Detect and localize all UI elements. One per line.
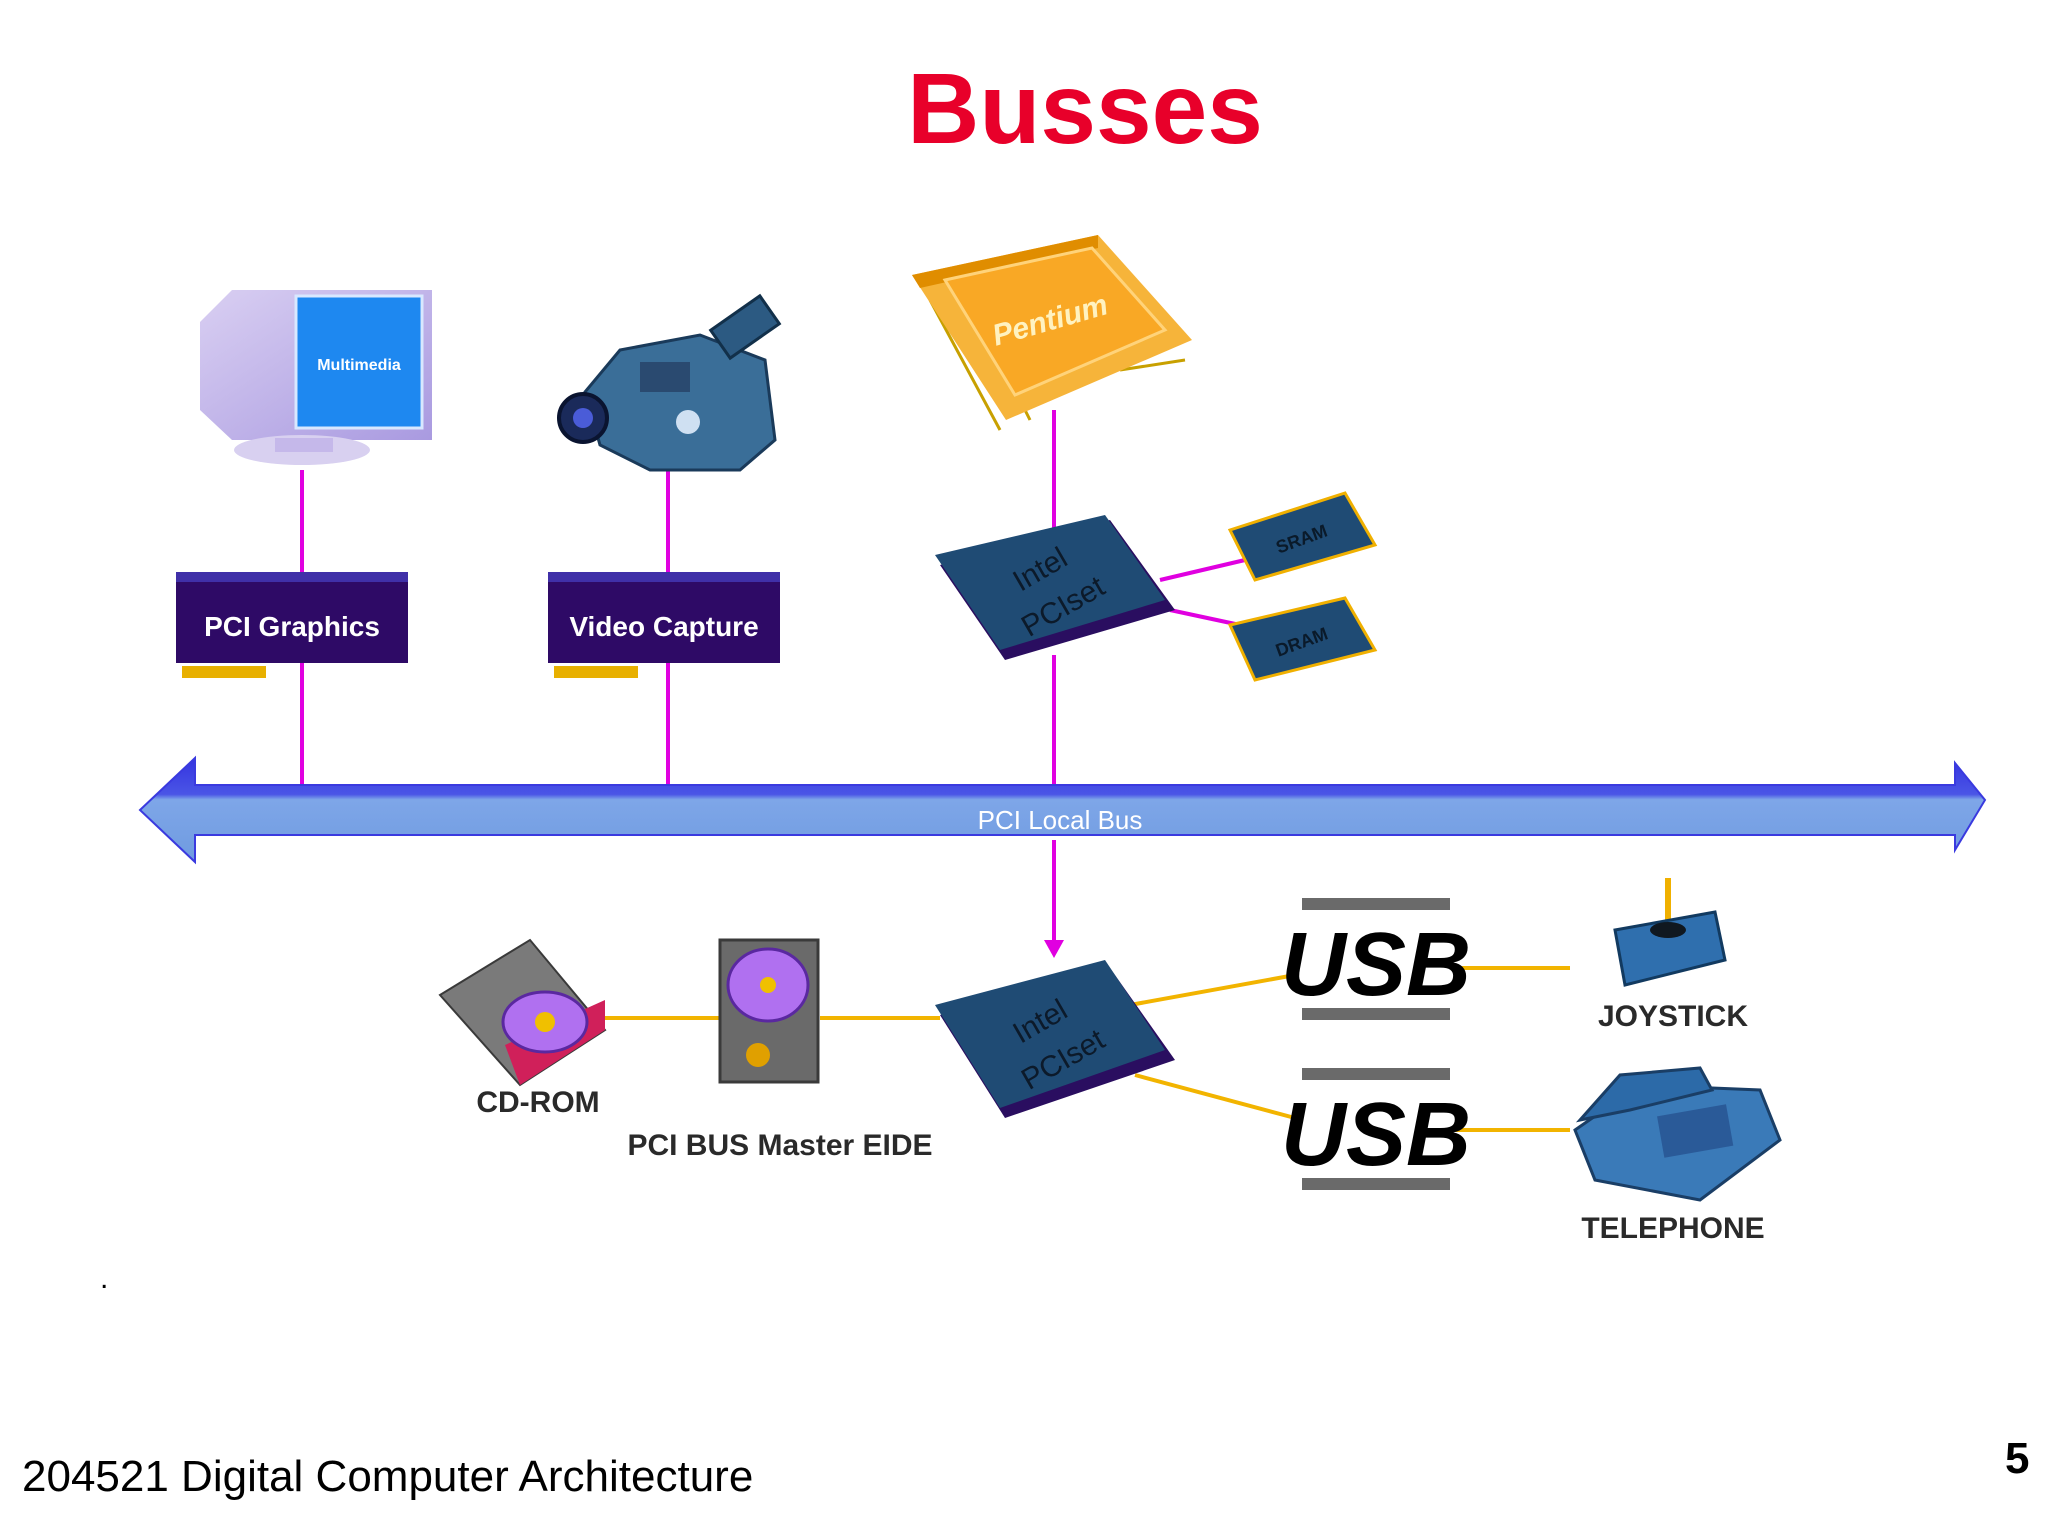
- usb-hub-top: USB: [1281, 898, 1471, 1020]
- usb-hub-bottom: USB: [1281, 1068, 1471, 1190]
- card-graphics-label: PCI Graphics: [204, 611, 380, 642]
- usb-bottom-text: USB: [1281, 1085, 1471, 1185]
- usb-top-text: USB: [1281, 915, 1471, 1015]
- page-title: Busses: [907, 53, 1263, 165]
- dram-chip: DRAM: [1227, 596, 1378, 682]
- label-telephone: TELEPHONE: [1581, 1212, 1764, 1245]
- bus-label: PCI Local Bus: [978, 805, 1143, 835]
- label-joystick: JOYSTICK: [1598, 1000, 1748, 1033]
- line-chipset-sram: [1159, 558, 1246, 582]
- monitor-icon: Multimedia: [200, 290, 432, 465]
- pci-graphics-card: PCI Graphics: [176, 572, 408, 678]
- video-capture-card: Video Capture: [548, 572, 780, 678]
- cpu-icon: Pentium: [912, 235, 1192, 431]
- line-chipset-dram: [1169, 608, 1241, 627]
- card-video-label: Video Capture: [569, 611, 758, 642]
- page-number: 5: [2005, 1434, 2030, 1483]
- label-cdrom: CD-ROM: [476, 1086, 599, 1119]
- sram-chip: SRAM: [1227, 491, 1378, 582]
- hard-drive-icon: [718, 938, 820, 1084]
- pci-connection-lines: [300, 410, 1246, 945]
- arrowhead-down: [1044, 940, 1064, 958]
- chipset-top: Intel PCIset: [935, 515, 1175, 660]
- joystick-icon: [1613, 878, 1727, 987]
- device-labels: CD-ROM PCI BUS Master EIDE JOYSTICK TELE…: [476, 1000, 1764, 1245]
- cdrom-icon: [438, 938, 607, 1087]
- video-camera-icon: [557, 293, 782, 472]
- telephone-icon: [1573, 1066, 1782, 1202]
- footer-course-title: 204521 Digital Computer Architecture: [22, 1452, 754, 1501]
- stray-mark: .: [100, 1262, 109, 1295]
- label-eide: PCI BUS Master EIDE: [627, 1129, 932, 1162]
- peripheral-lines: [596, 966, 1570, 1132]
- chipset-bottom: Intel PCIset: [935, 960, 1175, 1118]
- monitor-screen-text: Multimedia: [317, 357, 401, 374]
- pci-local-bus: PCI Local Bus: [138, 755, 1987, 865]
